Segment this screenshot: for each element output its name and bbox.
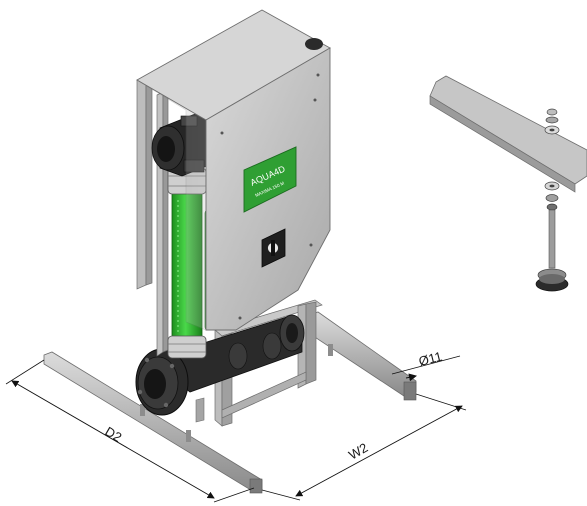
- front-panel: AQUA4D MAXIMA 150 M: [243, 146, 297, 213]
- threaded-rod: [548, 209, 556, 269]
- leveling-foot-detail: [429, 75, 587, 292]
- rear-rails: [136, 73, 169, 357]
- width-label: W2: [346, 440, 370, 463]
- hole-diameter-label: Ø11: [417, 349, 444, 369]
- foot-pad: [535, 268, 569, 292]
- dimension-hole-diameter: Ø11: [391, 349, 461, 382]
- depth-label: D2: [103, 424, 125, 445]
- inlet-flange: [135, 348, 189, 416]
- dimension-w2: W2: [261, 393, 467, 501]
- dimension-d2: D2: [5, 359, 255, 503]
- rotary-switch: [261, 228, 286, 268]
- top-cap: [305, 38, 323, 50]
